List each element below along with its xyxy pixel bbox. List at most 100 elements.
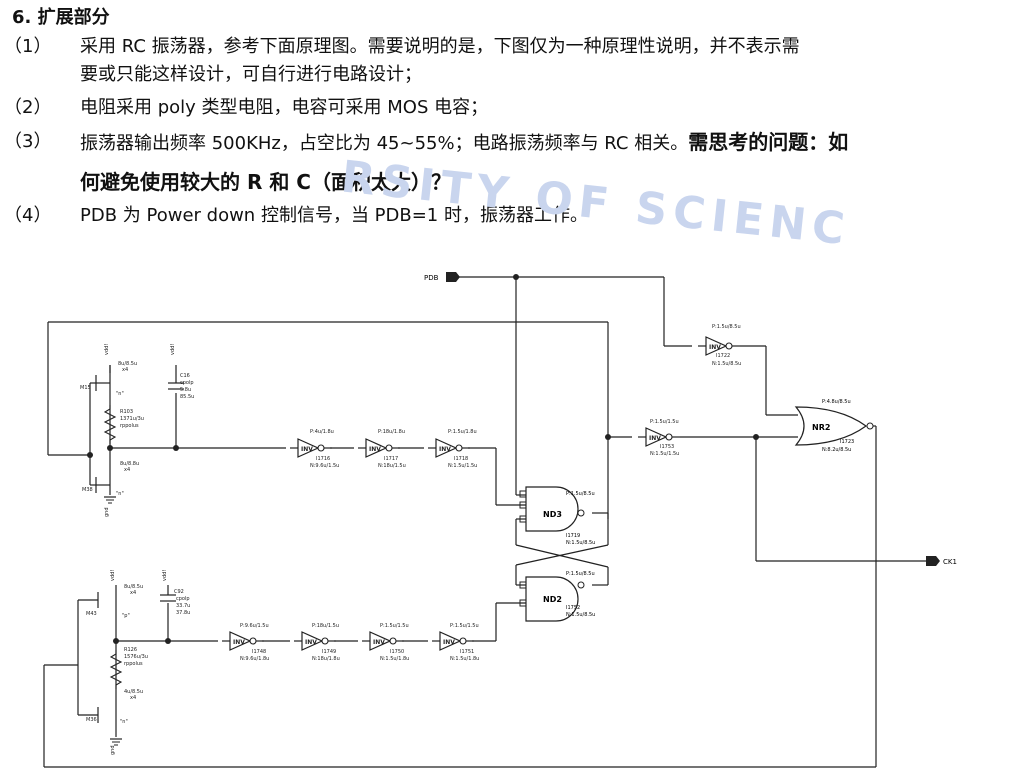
item-text: 采用 RC 振荡器，参考下面原理图。需要说明的是，下图仅为一种原理性说明，并不表… xyxy=(80,36,800,57)
svg-text:8u/8.8u: 8u/8.8u xyxy=(120,461,139,467)
svg-text:"n": "n" xyxy=(116,491,124,497)
svg-text:I1722: I1722 xyxy=(716,353,730,359)
nor-gate-nr2: NR2 P:4.8u/8.5u I1723 N:8.2u/8.5u xyxy=(794,399,874,453)
svg-text:I1718: I1718 xyxy=(454,456,468,462)
svg-text:cpolp: cpolp xyxy=(176,596,190,602)
svg-text:C16: C16 xyxy=(180,373,190,379)
svg-text:33.7u: 33.7u xyxy=(176,603,190,609)
svg-text:M43: M43 xyxy=(86,611,97,617)
svg-text:INV: INV xyxy=(233,639,245,646)
section-heading: 6. 扩展部分 xyxy=(12,7,110,28)
svg-text:N:9.6u/1.5u: N:9.6u/1.5u xyxy=(310,463,339,469)
svg-text:N:1.5u/1.5u: N:1.5u/1.5u xyxy=(650,451,679,457)
svg-text:N:9.6u/1.8u: N:9.6u/1.8u xyxy=(240,656,269,662)
svg-text:M36: M36 xyxy=(86,717,97,723)
svg-text:x4: x4 xyxy=(122,367,128,373)
svg-text:P:9.6u/1.5u: P:9.6u/1.5u xyxy=(240,623,269,629)
item-text: 电阻采用 poly 类型电阻，电容可采用 MOS 电容； xyxy=(80,97,489,118)
svg-text:P:1.5u/8.5u: P:1.5u/8.5u xyxy=(566,491,595,497)
svg-text:P:4.8u/8.5u: P:4.8u/8.5u xyxy=(822,399,851,405)
svg-text:N:18u/1.8u: N:18u/1.8u xyxy=(312,656,340,662)
svg-text:gnd: gnd xyxy=(104,507,110,517)
svg-text:I1748: I1748 xyxy=(252,649,266,655)
item-question-continued: 何避免使用较大的 R 和 C（面积太大）？ xyxy=(80,170,451,194)
svg-text:8u/8.5u: 8u/8.5u xyxy=(118,361,137,367)
svg-text:vdd!: vdd! xyxy=(162,570,168,581)
svg-text:I1753: I1753 xyxy=(660,444,674,450)
watermark: RSITY OF SCIENC xyxy=(338,151,853,256)
svg-text:rppolus: rppolus xyxy=(120,423,139,429)
svg-text:M38: M38 xyxy=(82,487,93,493)
svg-text:37.8u: 37.8u xyxy=(176,610,190,616)
svg-text:INV: INV xyxy=(709,344,721,351)
svg-text:INV: INV xyxy=(373,639,385,646)
svg-text:N:1.5u/8.5u: N:1.5u/8.5u xyxy=(566,612,595,618)
item-number: （3） xyxy=(4,131,52,152)
svg-text:"n": "n" xyxy=(120,719,128,725)
svg-text:P:1.5u/1.8u: P:1.5u/1.8u xyxy=(448,429,477,435)
svg-text:4u/8.5u: 4u/8.5u xyxy=(124,689,143,695)
item-text: 振荡器输出频率 500KHz，占空比为 45~55%；电路振荡频率与 RC 相关… xyxy=(80,133,689,154)
svg-text:P:18u/1.5u: P:18u/1.5u xyxy=(312,623,339,629)
svg-text:x4: x4 xyxy=(124,467,130,473)
svg-text:ND3: ND3 xyxy=(543,510,562,519)
svg-text:5.8u: 5.8u xyxy=(180,387,191,393)
svg-text:P:18u/1.8u: P:18u/1.8u xyxy=(378,429,405,435)
svg-text:"n": "n" xyxy=(116,391,124,397)
item-text: PDB 为 Power down 控制信号，当 PDB=1 时，振荡器工作。 xyxy=(80,205,588,226)
svg-text:N:1.5u/1.8u: N:1.5u/1.8u xyxy=(450,656,479,662)
svg-text:P:4u/1.8u: P:4u/1.8u xyxy=(310,429,334,435)
svg-text:R103: R103 xyxy=(120,409,133,415)
svg-text:vdd!: vdd! xyxy=(104,344,110,355)
svg-text:cpolp: cpolp xyxy=(180,380,194,386)
svg-text:gnd: gnd xyxy=(110,745,116,755)
svg-text:N:8.2u/8.5u: N:8.2u/8.5u xyxy=(822,447,851,453)
svg-text:x4: x4 xyxy=(130,695,136,701)
svg-text:rppolus: rppolus xyxy=(124,661,143,667)
svg-text:vdd!: vdd! xyxy=(170,344,176,355)
pdb-pin: PDB xyxy=(424,272,460,282)
svg-text:PDB: PDB xyxy=(424,274,439,282)
svg-text:P:1.5u/1.5u: P:1.5u/1.5u xyxy=(380,623,409,629)
svg-text:N:1.5u/8.5u: N:1.5u/8.5u xyxy=(566,540,595,546)
svg-text:85.5u: 85.5u xyxy=(180,394,194,400)
svg-text:INV: INV xyxy=(443,639,455,646)
item-number: （4） xyxy=(4,205,52,226)
svg-text:CK1: CK1 xyxy=(943,558,957,566)
svg-text:I1751: I1751 xyxy=(460,649,474,655)
svg-text:I1723: I1723 xyxy=(840,439,854,445)
svg-text:P:1.5u/1.5u: P:1.5u/1.5u xyxy=(450,623,479,629)
nand-gate-nd3: ND3 P:1.5u/8.5u I1719 N:1.5u/8.5u xyxy=(519,486,595,546)
svg-text:R126: R126 xyxy=(124,647,137,653)
svg-text:x4: x4 xyxy=(130,590,136,596)
svg-text:P:1.5u/8.5u: P:1.5u/8.5u xyxy=(712,324,741,330)
svg-text:INV: INV xyxy=(369,446,381,453)
svg-text:INV: INV xyxy=(649,435,661,442)
svg-text:I1749: I1749 xyxy=(322,649,336,655)
nand-gate-nd2: ND2 P:1.5u/8.5u I1752 N:1.5u/8.5u xyxy=(519,571,595,622)
svg-text:"p": "p" xyxy=(122,613,130,619)
svg-text:M15: M15 xyxy=(80,385,91,391)
svg-text:vdd!: vdd! xyxy=(110,570,116,581)
svg-text:ND2: ND2 xyxy=(543,595,562,604)
item-number: （1） xyxy=(4,36,52,57)
svg-text:I1716: I1716 xyxy=(316,456,330,462)
svg-text:N:1.5u/1.8u: N:1.5u/1.8u xyxy=(380,656,409,662)
svg-text:INV: INV xyxy=(301,446,313,453)
svg-text:N:18u/1.5u: N:18u/1.5u xyxy=(378,463,406,469)
svg-text:INV: INV xyxy=(305,639,317,646)
svg-text:N:1.5u/8.5u: N:1.5u/8.5u xyxy=(712,361,741,367)
svg-text:C92: C92 xyxy=(174,589,184,595)
item-text-continued: 要或只能这样设计，可自行进行电路设计； xyxy=(80,64,422,85)
oscillator-schematic: ND3 P:1.5u/8.5u I1719 N:1.5u/8.5u ND2 P:… xyxy=(43,272,957,768)
svg-text:1576u/3u: 1576u/3u xyxy=(124,654,148,660)
svg-text:8u/8.5u: 8u/8.5u xyxy=(124,584,143,590)
svg-text:NR2: NR2 xyxy=(812,423,830,432)
svg-text:I1752: I1752 xyxy=(566,605,580,611)
ck-output-pin: CK1 xyxy=(926,556,957,566)
svg-text:N:1.5u/1.5u: N:1.5u/1.5u xyxy=(448,463,477,469)
item-number: （2） xyxy=(4,97,52,118)
svg-text:INV: INV xyxy=(439,446,451,453)
svg-text:P:1.5u/8.5u: P:1.5u/8.5u xyxy=(566,571,595,577)
svg-text:1371u/3u: 1371u/3u xyxy=(120,416,144,422)
